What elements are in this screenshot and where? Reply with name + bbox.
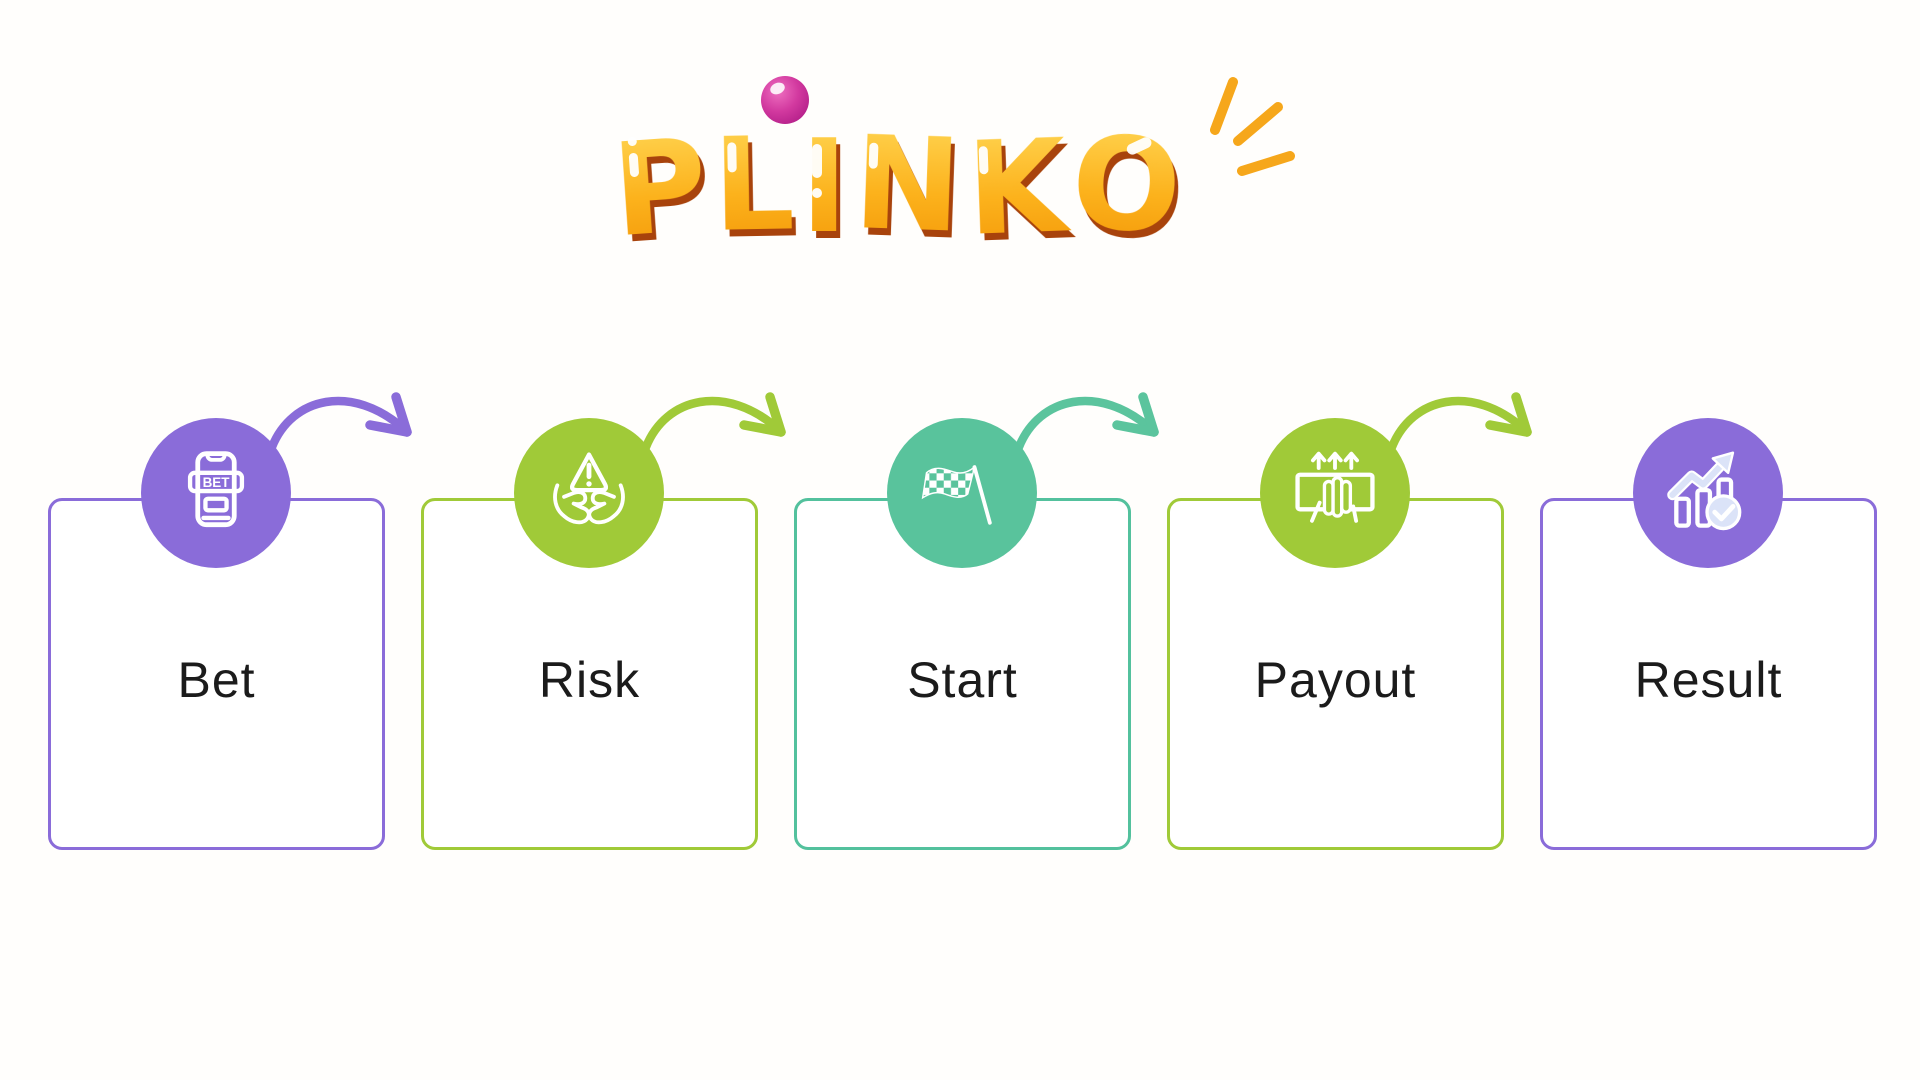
step-badge-start bbox=[887, 418, 1037, 568]
step-label: Risk bbox=[538, 652, 641, 708]
checkered-flag-icon bbox=[921, 465, 992, 525]
svg-text:BET: BET bbox=[203, 475, 231, 490]
step-badge-risk bbox=[514, 418, 664, 568]
flow-arrow-payout-result bbox=[1387, 392, 1532, 452]
letter-highlight bbox=[812, 144, 823, 178]
logo-letter: N bbox=[851, 109, 970, 262]
cash-payout-icon bbox=[1295, 451, 1375, 523]
phone-bet-icon: BET bbox=[187, 451, 245, 528]
letter-highlight bbox=[726, 142, 737, 173]
step-label: Payout bbox=[1254, 652, 1417, 708]
sparkle-lines-icon bbox=[1210, 77, 1295, 176]
logo-letter: P bbox=[608, 110, 718, 267]
step-label: Result bbox=[1634, 652, 1783, 708]
letter-highlight bbox=[868, 142, 879, 169]
step-badge-result bbox=[1633, 418, 1783, 568]
logo-letter: L bbox=[711, 110, 802, 261]
letter-highlight bbox=[628, 152, 640, 178]
logo-letter: K bbox=[964, 112, 1075, 265]
logo-letter: O bbox=[1068, 108, 1191, 263]
letter-highlight bbox=[812, 188, 823, 198]
step-badge-payout bbox=[1260, 418, 1410, 568]
flow-arrow-risk-start bbox=[641, 392, 786, 452]
chart-result-icon bbox=[1667, 451, 1742, 531]
hands-warning-icon bbox=[553, 452, 625, 525]
step-label: Start bbox=[907, 652, 1018, 708]
step-badge-bet: BET bbox=[141, 418, 291, 568]
letter-highlight bbox=[978, 146, 989, 175]
logo-letter: I bbox=[800, 113, 854, 262]
step-label: Bet bbox=[177, 652, 256, 708]
flow-arrow-bet-risk bbox=[267, 392, 412, 452]
flow-arrow-start-payout bbox=[1014, 392, 1159, 452]
plinko-ball-icon bbox=[761, 76, 809, 124]
